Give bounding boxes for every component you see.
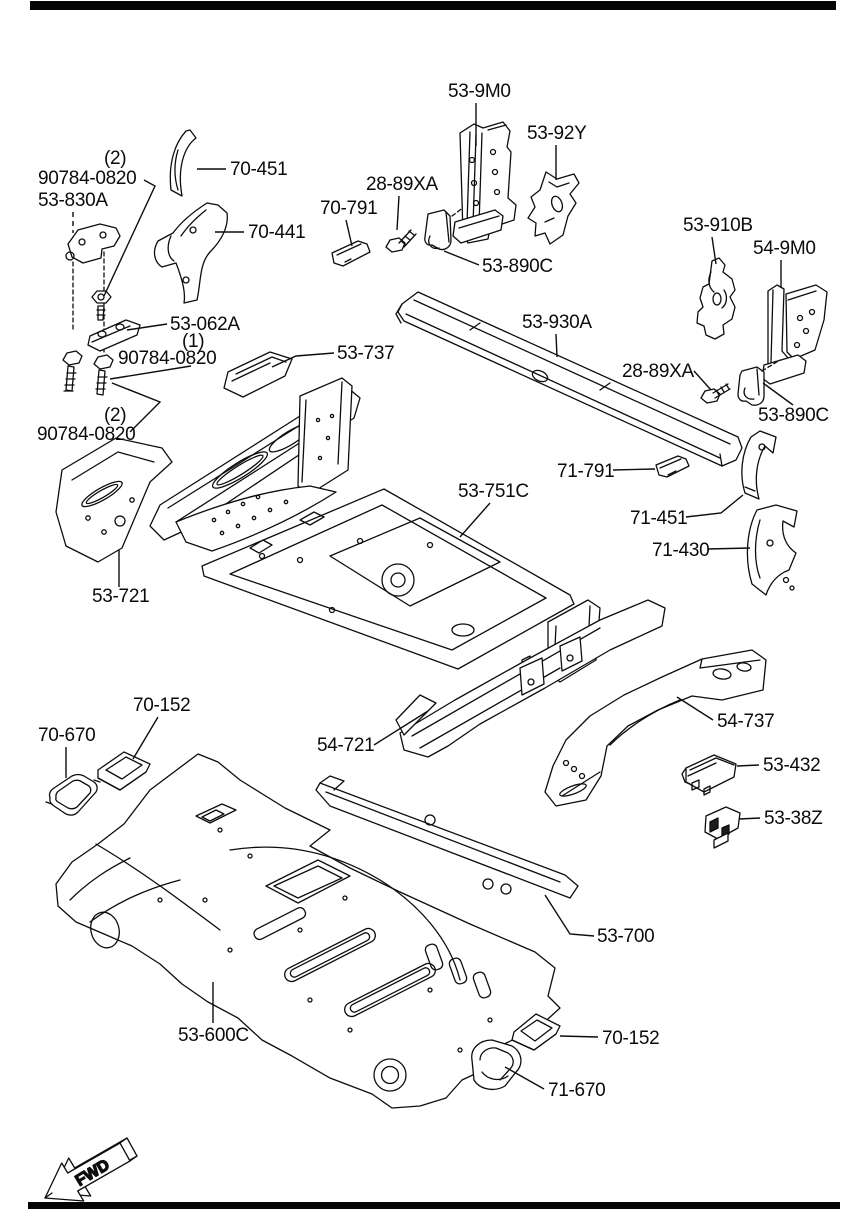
leader-line-90784-0820-c [111, 382, 162, 433]
leader-line-28-89XA-b [693, 370, 712, 391]
leader-line-53-432 [736, 764, 760, 767]
part-label-53-9M0: 53-9M0 [448, 81, 511, 102]
part-53-9M0-drawing [452, 121, 517, 244]
part-54-9M0-drawing [761, 284, 828, 385]
part-label-71-670: 71-670 [548, 1080, 605, 1101]
part-label-53-38Z: 53-38Z [764, 808, 823, 829]
leader-line-53-890C-b [762, 382, 794, 406]
part-label-28-89XA-b: 28-89XA [622, 361, 694, 382]
part-label-53-600C: 53-600C [178, 1025, 249, 1046]
part-label-70-451: 70-451 [230, 159, 287, 180]
part-label-90784-0820-a: 90784-0820 [38, 168, 136, 189]
leader-line-53-751C [459, 502, 491, 538]
part-label-28-89XA-a: 28-89XA [366, 174, 438, 195]
leader-line-71-670 [504, 1066, 545, 1090]
part-label-54-737: 54-737 [717, 711, 774, 732]
part-label-53-432: 53-432 [763, 755, 820, 776]
part-label-53-910B: 53-910B [683, 215, 753, 236]
part-label-70-152-a: 70-152 [133, 695, 190, 716]
part-label-71-430: 71-430 [652, 540, 709, 561]
bottom-edge-rule [28, 1202, 840, 1209]
part-label-70-441: 70-441 [248, 222, 305, 243]
part-label-54-9M0: 54-9M0 [753, 238, 816, 259]
leader-line-53-930A [555, 333, 558, 358]
leader-line-70-152-a [132, 716, 159, 760]
leader-line-28-89XA-a [396, 195, 400, 231]
part-70-451-drawing [169, 129, 197, 197]
part-label-53-751C: 53-751C [458, 481, 529, 502]
leader-lines-layer [65, 103, 794, 1090]
part-70-152-right-drawing [511, 1013, 561, 1051]
leader-line-53-890C-a [443, 250, 480, 266]
part-label-53-062A: 53-062A [170, 314, 240, 335]
part-label-53-890C-a: 53-890C [482, 256, 553, 277]
leader-line-90784-0820-a [103, 179, 156, 297]
leader-line-71-451 [685, 494, 744, 518]
leader-line-53-38Z [738, 817, 761, 820]
part-label-54-721: 54-721 [317, 735, 374, 756]
part-70-441-drawing [153, 202, 228, 304]
leader-line-53-737 [271, 352, 335, 368]
part-label-53-830A: 53-830A [38, 190, 108, 211]
part-label-70-152-b: 70-152 [602, 1028, 659, 1049]
part-53-930A-drawing [395, 291, 743, 467]
part-71-430-drawing [746, 504, 798, 596]
leader-line-53-700 [544, 894, 595, 937]
part-53-38Z-drawing [704, 806, 741, 849]
part-90784-0820-bolts-drawing [62, 350, 114, 396]
leader-line-54-737 [676, 696, 714, 721]
part-53-890C-left-drawing [424, 200, 473, 251]
part-label-53-890C-b: 53-890C [758, 405, 829, 426]
part-70-152-left-drawing [97, 751, 151, 791]
part-70-670-drawing [45, 773, 101, 816]
leader-line-53-062A [126, 323, 168, 331]
part-label-qty-2-bottom: (2) [104, 405, 126, 426]
leader-line-53-910B [711, 236, 717, 265]
leader-line-90784-0820-b [109, 365, 192, 380]
leader-line-70-791 [345, 219, 353, 247]
part-label-71-451: 71-451 [630, 508, 687, 529]
part-53-830A-drawing [65, 223, 121, 353]
leader-line-71-791 [612, 468, 656, 471]
leader-line-71-430 [707, 547, 751, 550]
part-53-062A-drawing [87, 319, 141, 352]
part-71-451-drawing [741, 430, 777, 500]
part-label-53-737: 53-737 [337, 343, 394, 364]
part-label-53-721: 53-721 [92, 586, 149, 607]
part-53-890C-right-drawing [737, 359, 781, 406]
part-71-670-drawing [471, 1039, 522, 1091]
part-53-751C-drawing [201, 488, 575, 670]
fwd-arrow: FWD [44, 1137, 138, 1202]
part-label-70-791: 70-791 [320, 198, 377, 219]
leader-line-54-721 [373, 710, 429, 746]
part-53-432-drawing [681, 754, 737, 796]
part-28-89XA-right-drawing [700, 383, 731, 404]
part-53-92Y-drawing [527, 171, 580, 245]
leader-line-70-152-b [559, 1035, 599, 1038]
part-label-71-791: 71-791 [557, 461, 614, 482]
part-label-70-670: 70-670 [38, 725, 95, 746]
part-label-qty-2-top: (2) [104, 148, 126, 169]
part-label-qty-1: (1) [182, 331, 204, 352]
part-labels-layer: 53-9M053-92Y70-451(2)90784-082053-830A70… [37, 81, 829, 1101]
part-54-737-drawing [544, 649, 767, 807]
part-53-700-drawing [315, 775, 579, 899]
part-label-90784-0820-b: 90784-0820 [118, 348, 216, 369]
part-53-737-drawing [149, 351, 361, 552]
part-70-791-drawing [331, 240, 371, 267]
part-53-910B-drawing [696, 257, 736, 340]
part-label-53-930A: 53-930A [522, 312, 592, 333]
part-71-791-drawing [655, 455, 690, 478]
part-label-90784-0820-c: 90784-0820 [37, 424, 135, 445]
part-53-721-drawing [55, 437, 173, 563]
part-label-53-92Y: 53-92Y [527, 123, 587, 144]
top-edge-rule [30, 1, 836, 10]
part-28-89XA-left-drawing [385, 229, 417, 253]
part-label-53-700: 53-700 [597, 926, 654, 947]
part-53-600C-drawing [55, 753, 561, 1109]
